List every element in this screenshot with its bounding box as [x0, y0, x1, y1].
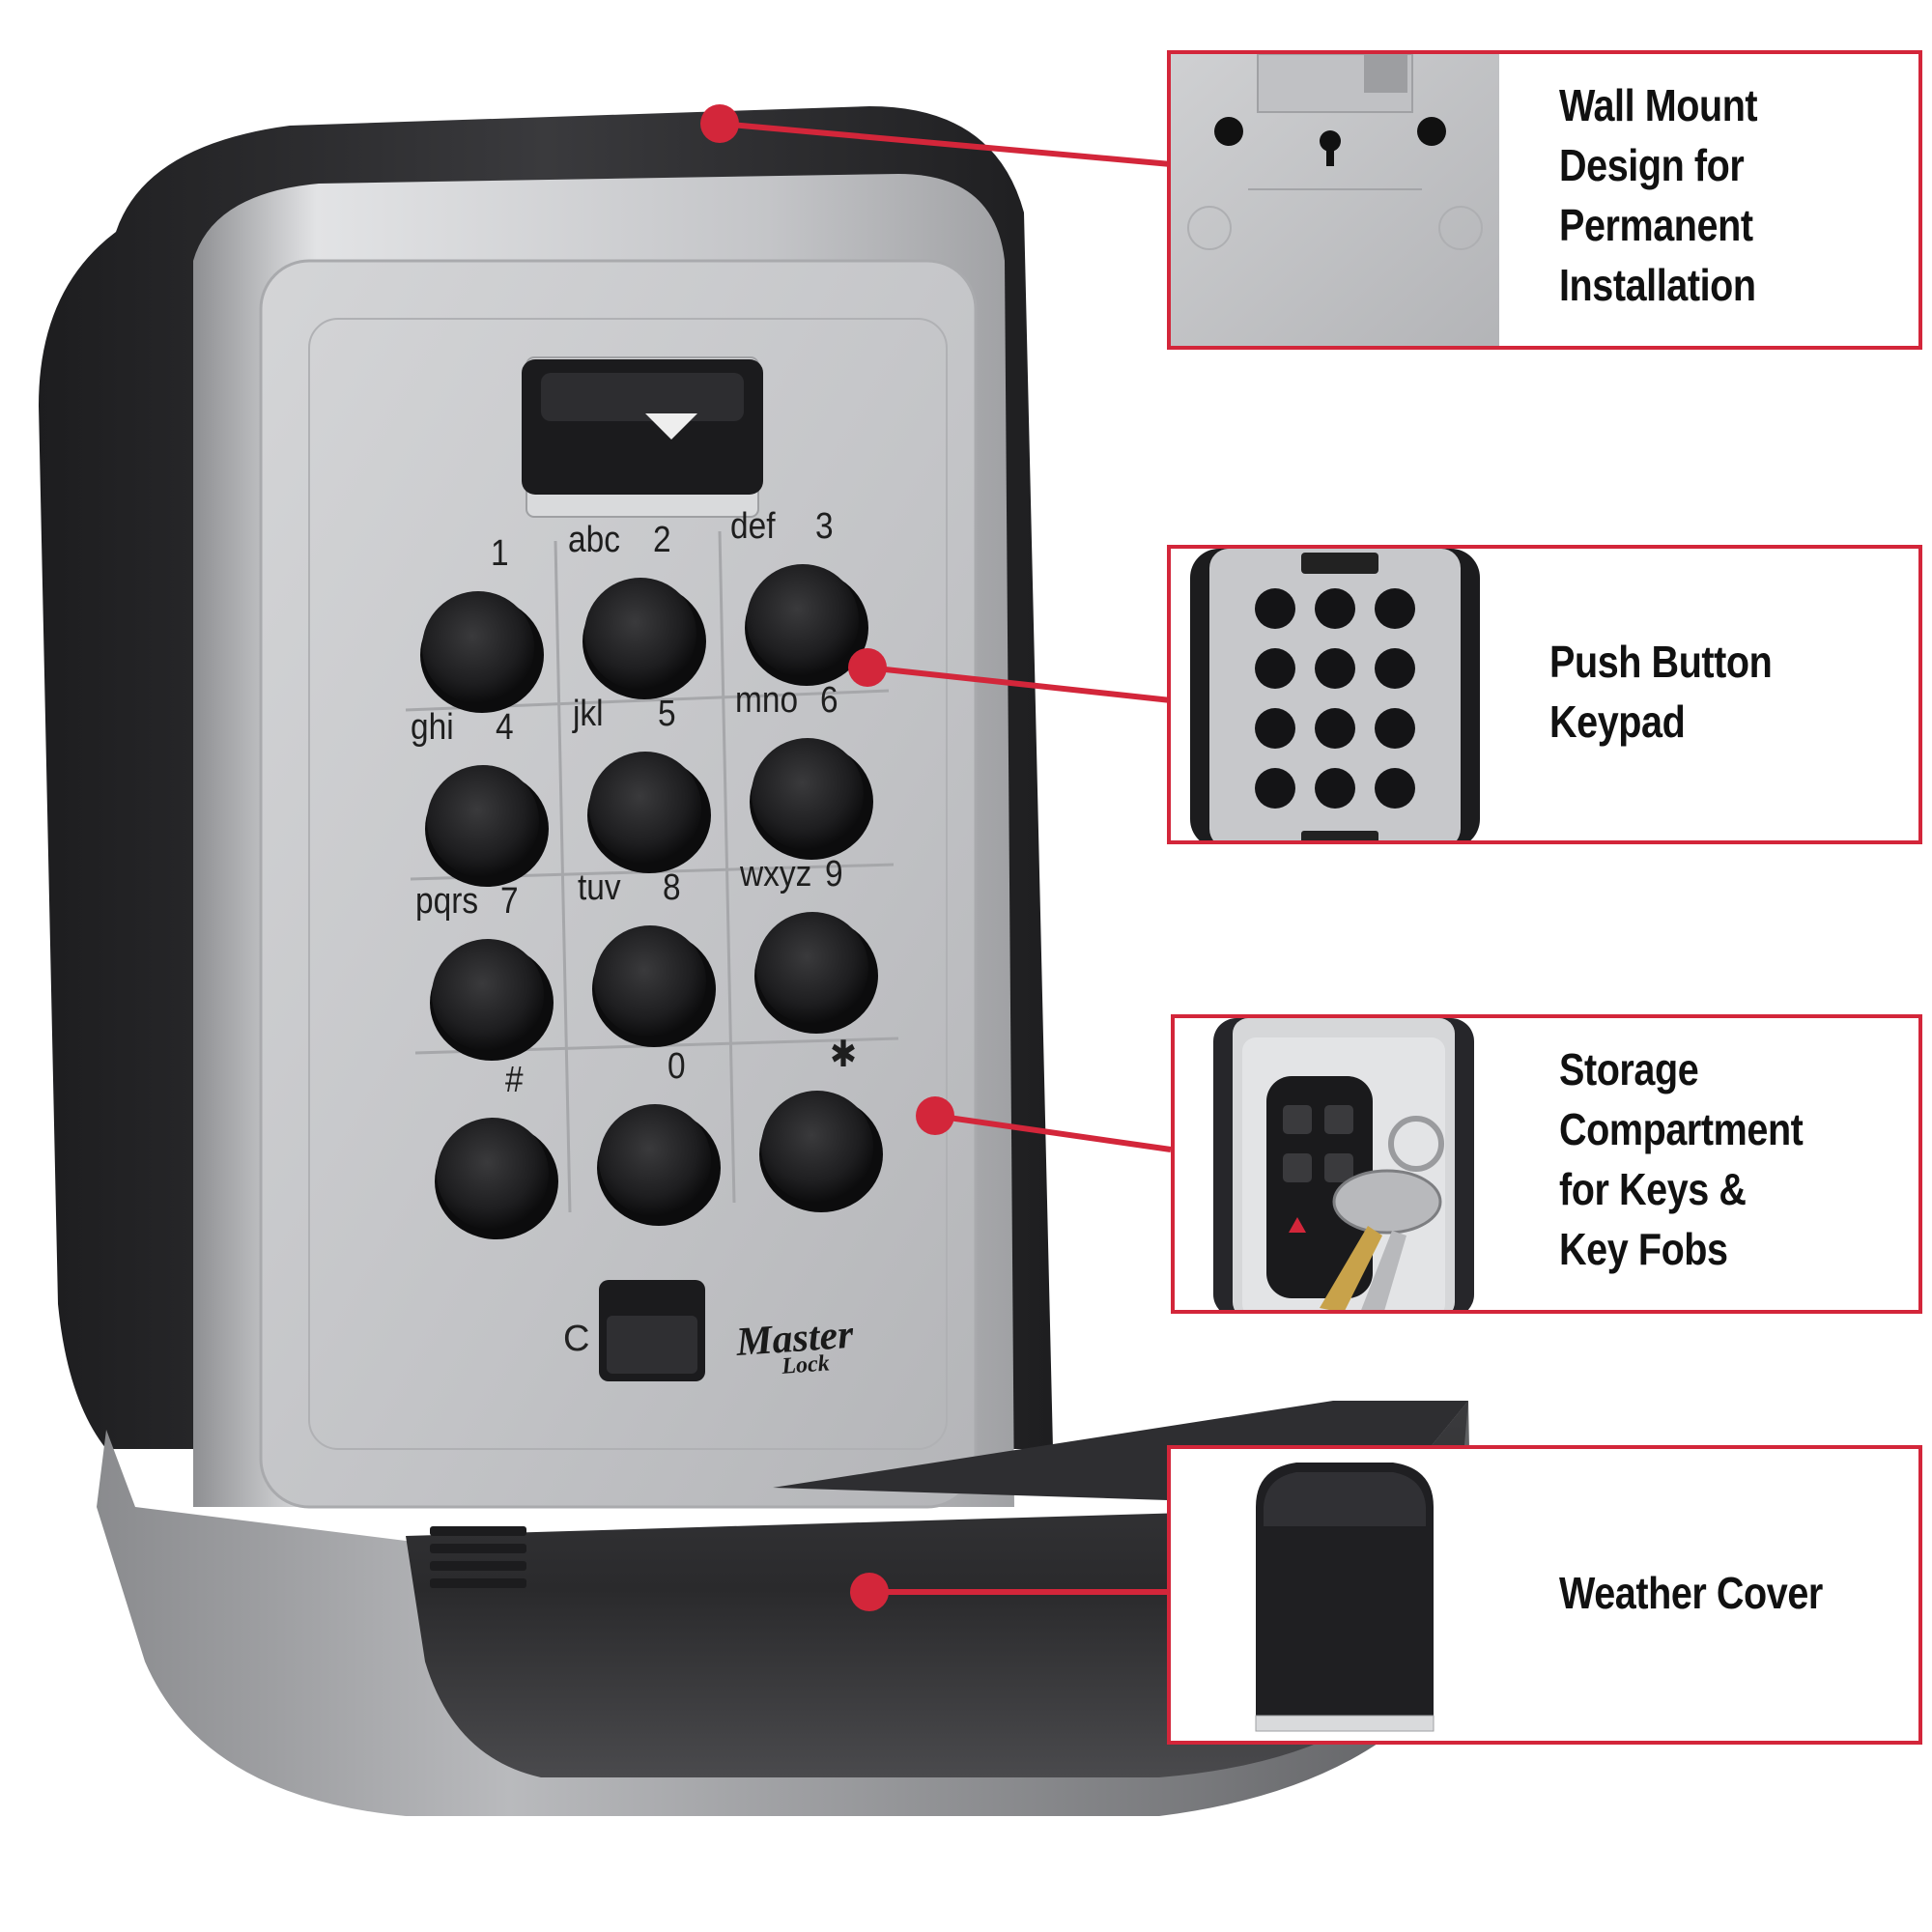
- key-letters: pqrs: [415, 881, 479, 922]
- storage-photo: [1175, 1018, 1503, 1310]
- key-digit: #: [505, 1060, 524, 1100]
- callout-dot-storage: [916, 1096, 954, 1135]
- key-digit: 7: [500, 881, 519, 922]
- mini-key-button: [1315, 768, 1355, 809]
- callout-text-weather-cover: Weather Cover: [1559, 1568, 1823, 1618]
- key-label: mno 6: [735, 680, 838, 722]
- key-letters: mno: [735, 680, 799, 721]
- key-digit: 5: [658, 694, 676, 734]
- key-button-7[interactable]: [432, 939, 544, 1051]
- weather-cover-photo: [1171, 1449, 1499, 1741]
- key-label: 1: [406, 533, 509, 575]
- mini-key-button: [1315, 588, 1355, 629]
- key-digit: 0: [668, 1046, 686, 1087]
- key-label: pqrs 7: [415, 881, 519, 923]
- mini-key-button: [1255, 648, 1295, 689]
- key-letters: ghi: [411, 707, 454, 748]
- key-label: abc 2: [568, 520, 671, 561]
- callout-wall-mount: Wall Mount Design for Permanent Installa…: [1167, 50, 1922, 350]
- callout-dot-wall-mount: [700, 104, 739, 143]
- key-letters: abc: [568, 520, 620, 560]
- key-button-9[interactable]: [756, 912, 868, 1024]
- key-digit: 9: [825, 854, 843, 895]
- key-button-hash[interactable]: [437, 1118, 549, 1230]
- callout-dot-keypad: [848, 648, 887, 687]
- callout-dot-cover: [850, 1573, 889, 1611]
- callout-keypad: Push Button Keypad: [1167, 545, 1922, 844]
- mini-key-button: [1255, 768, 1295, 809]
- key-digit: 1: [491, 533, 509, 574]
- mount-hole-icon: [1214, 117, 1243, 146]
- key-label: #: [420, 1060, 524, 1101]
- mount-hole-icon: [1417, 117, 1446, 146]
- keypad-closeup-photo: [1171, 549, 1499, 840]
- key-label: jkl 5: [573, 694, 676, 735]
- key-button-3[interactable]: [747, 564, 859, 676]
- key-digit: 4: [496, 707, 514, 748]
- callout-text-storage: Storage Compartment for Keys & Key Fobs: [1559, 1044, 1804, 1274]
- brand-sub: Lock: [781, 1350, 831, 1379]
- key-letters: jkl: [573, 694, 604, 734]
- key-button-star[interactable]: [761, 1091, 873, 1203]
- key-digit: 6: [820, 680, 838, 721]
- mini-key-button: [1375, 648, 1415, 689]
- key-button-1[interactable]: [422, 591, 534, 703]
- mini-key-button: [1375, 588, 1415, 629]
- mini-key-button: [1315, 708, 1355, 749]
- key-button-4[interactable]: [427, 765, 539, 877]
- mini-key-button: [1375, 708, 1415, 749]
- key-button-8[interactable]: [594, 925, 706, 1037]
- key-letters: def: [730, 506, 776, 547]
- key-letters: wxyz: [740, 854, 812, 895]
- mini-key-button: [1255, 588, 1295, 629]
- callout-text-wall-mount: Wall Mount Design for Permanent Installa…: [1559, 80, 1758, 310]
- wall-mount-photo: [1171, 54, 1499, 346]
- callout-storage: Storage Compartment for Keys & Key Fobs: [1171, 1014, 1922, 1314]
- key-label: ghi 4: [411, 707, 514, 749]
- callout-text-keypad: Push Button Keypad: [1549, 637, 1773, 747]
- key-digit: ✱: [830, 1035, 858, 1075]
- mini-key-button: [1315, 648, 1355, 689]
- key-label: tuv 8: [578, 867, 681, 909]
- key-label: ✱: [745, 1033, 857, 1076]
- clear-label: C: [563, 1319, 590, 1359]
- arrow-down-icon: [645, 413, 697, 440]
- callout-weather-cover: Weather Cover: [1167, 1445, 1922, 1745]
- key-letters: tuv: [578, 867, 621, 908]
- key-label: wxyz 9: [740, 854, 843, 895]
- key-label: def 3: [730, 506, 834, 548]
- mini-key-button: [1255, 708, 1295, 749]
- key-button-0[interactable]: [599, 1104, 711, 1216]
- key-button-6[interactable]: [752, 738, 864, 850]
- key-button-2[interactable]: [584, 578, 696, 690]
- key-digit: 2: [653, 520, 671, 560]
- key-digit: 8: [663, 867, 681, 908]
- key-button-5[interactable]: [589, 752, 701, 864]
- key-label: 0: [582, 1046, 686, 1088]
- mini-key-button: [1375, 768, 1415, 809]
- key-icon: [1332, 1169, 1442, 1235]
- key-digit: 3: [815, 506, 834, 547]
